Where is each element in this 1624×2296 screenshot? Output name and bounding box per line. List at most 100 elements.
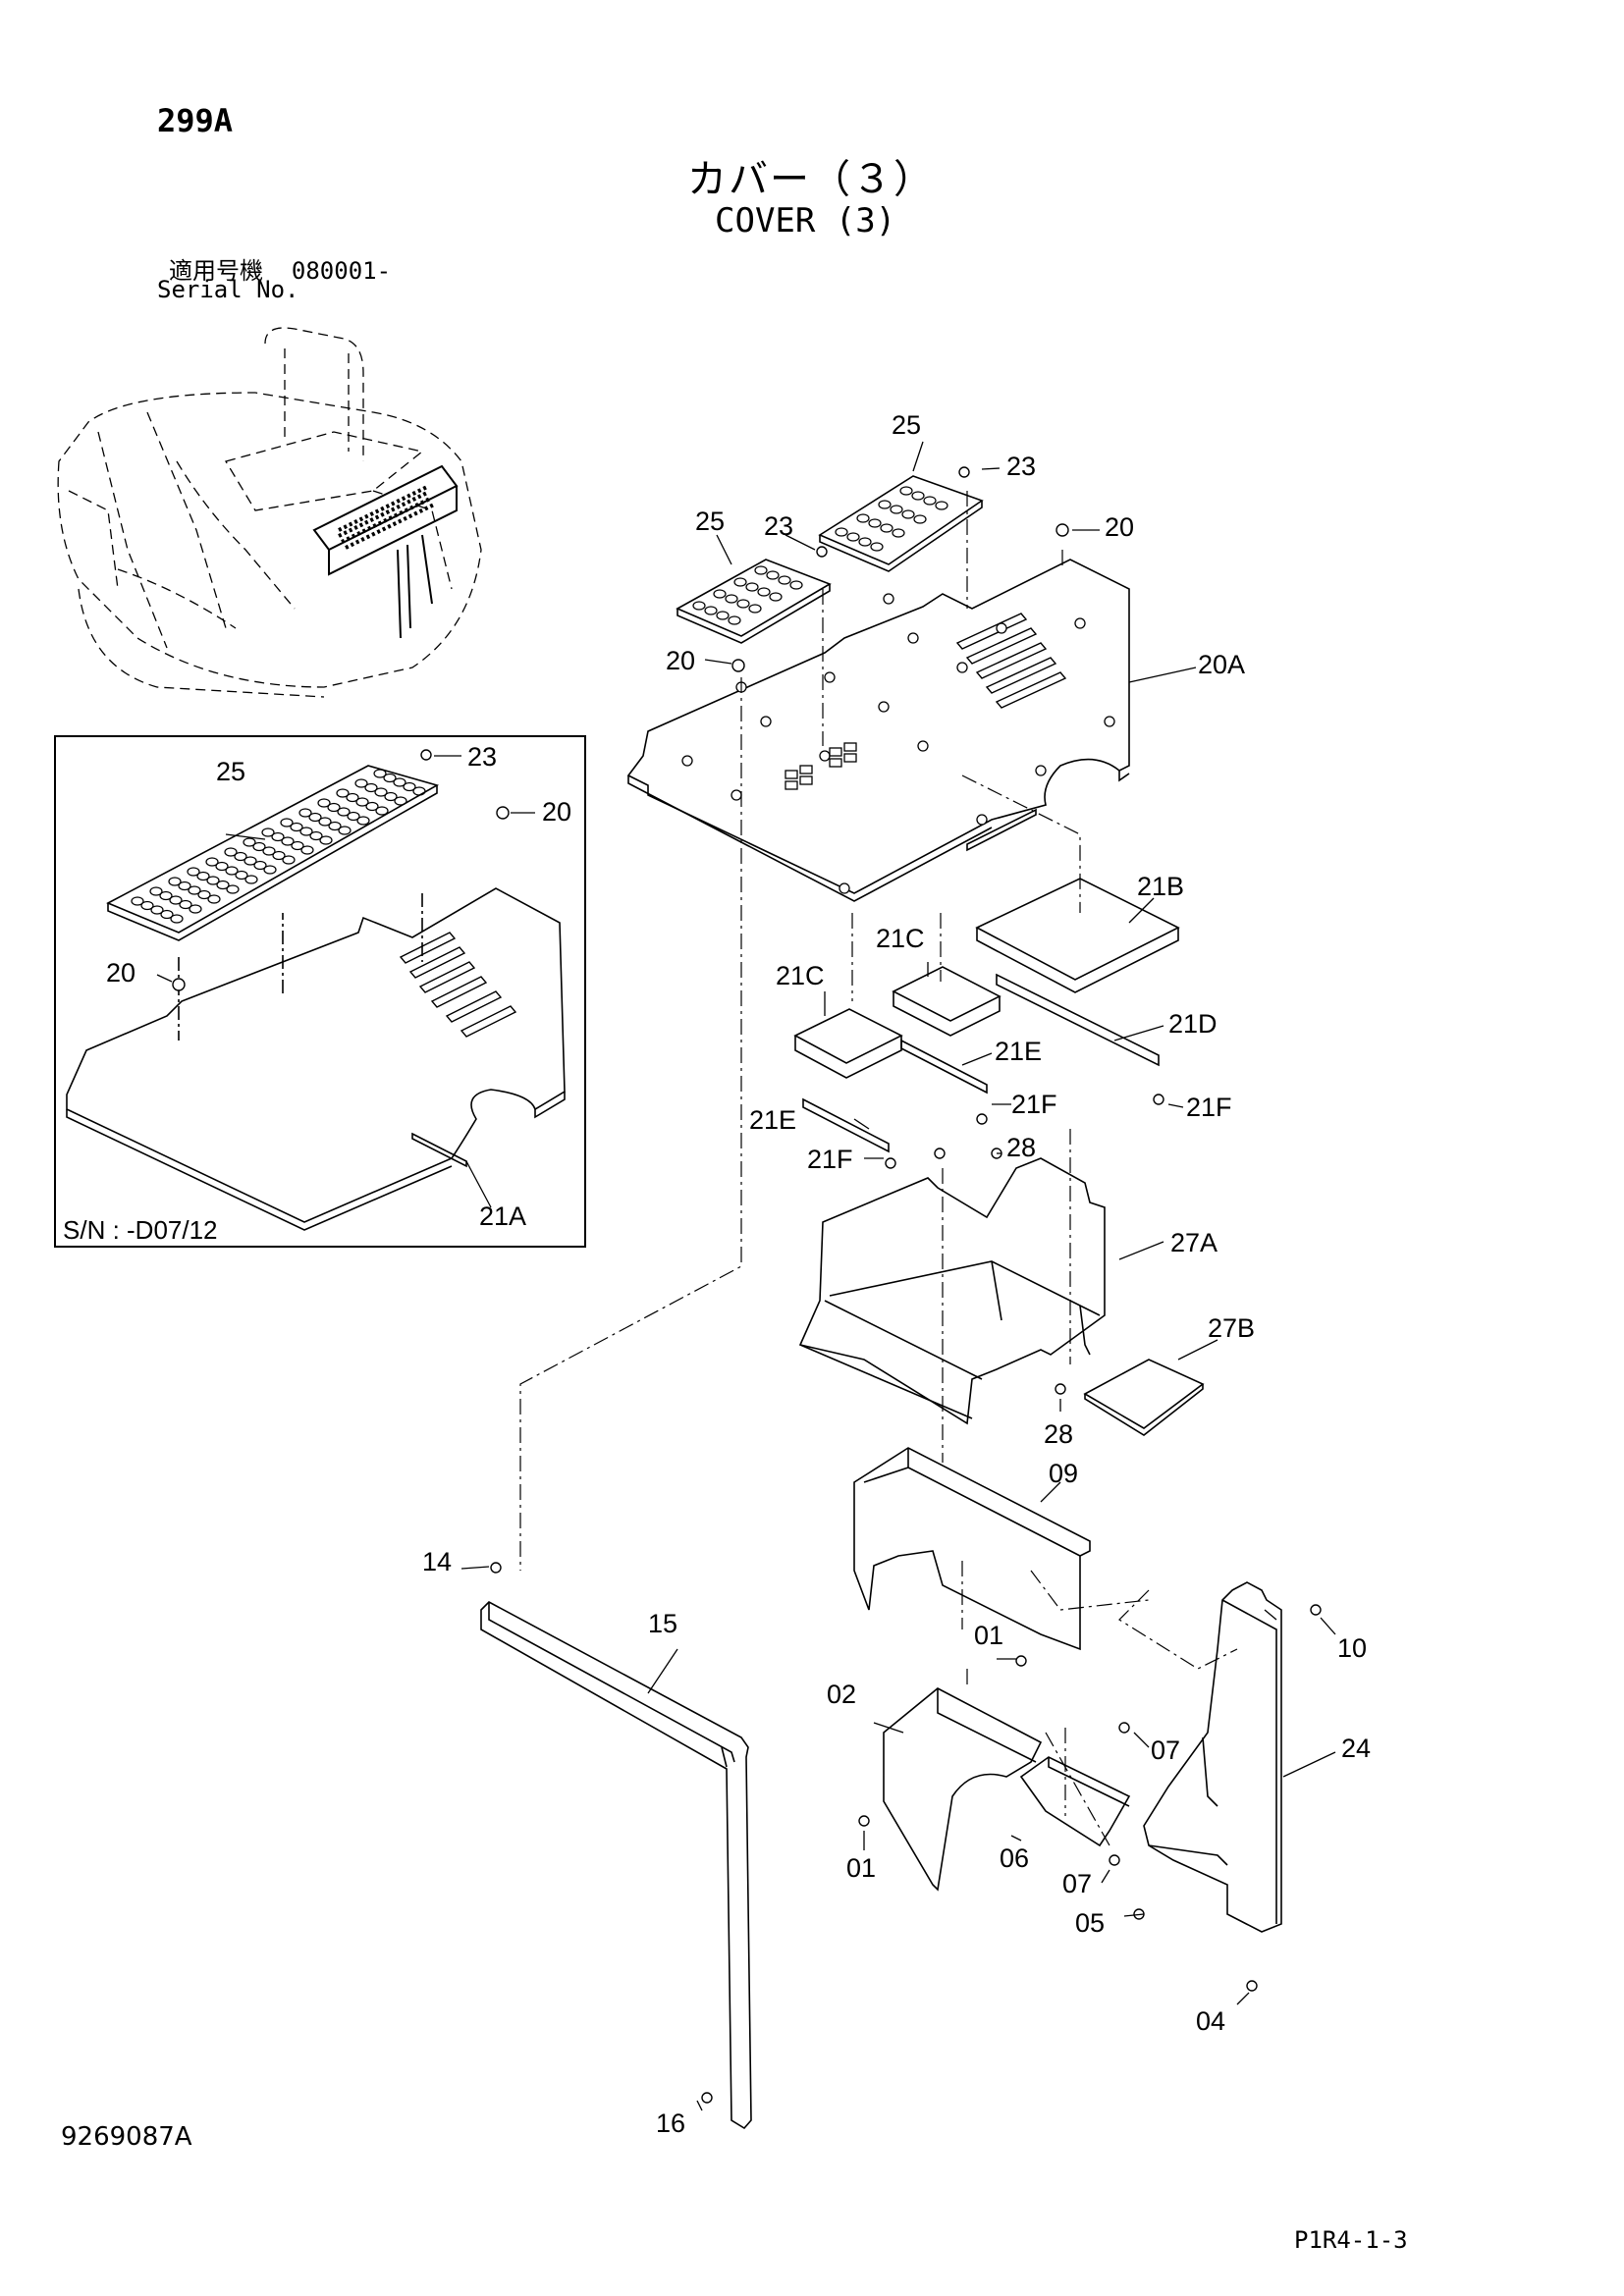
inset-plate-holes <box>131 769 426 924</box>
plate-hole <box>309 830 323 841</box>
strip-21D <box>996 973 1160 1067</box>
plate-hole <box>235 870 248 881</box>
callout-20: 20 <box>666 646 695 675</box>
strip-21E-right <box>900 1039 988 1095</box>
plate-hole <box>856 513 870 523</box>
plate-hole <box>300 845 314 855</box>
plate-hole <box>282 855 296 865</box>
step-plate-holes <box>692 486 948 625</box>
step-plate-25-left <box>676 559 832 644</box>
plate-hole <box>748 604 762 614</box>
plate-hole <box>160 909 174 920</box>
callout-01: 01 <box>974 1621 1003 1650</box>
callout-15: 15 <box>648 1609 677 1638</box>
plate-hole <box>197 889 211 900</box>
title-japanese: カバー（３） <box>687 157 935 202</box>
plate-hole <box>745 582 759 592</box>
plate-hole <box>373 769 387 778</box>
plate-hole <box>766 570 780 580</box>
plate-hole <box>355 797 369 807</box>
serial-label-english: Serial No. <box>157 276 299 303</box>
plate-hole <box>892 528 905 538</box>
plate-hole <box>189 904 202 914</box>
inset-callout-23: 23 <box>467 742 497 772</box>
inset-floor-slots <box>399 932 517 1038</box>
plate-hole <box>290 822 303 832</box>
callout-05: 05 <box>1075 1908 1105 1938</box>
callout-labels: 25 23 25 23 20 20 20A 21B 21C 21C 21D 21… <box>63 410 1371 2138</box>
callout-14: 14 <box>422 1547 452 1576</box>
plate-hole <box>187 867 200 877</box>
plate-hole <box>923 496 937 506</box>
plate-hole <box>291 840 304 851</box>
plate-hole <box>337 807 351 817</box>
callout-21B: 21B <box>1137 872 1184 901</box>
plate-hole <box>356 816 370 826</box>
callout-28: 28 <box>1044 1419 1073 1449</box>
floor-cover-20A <box>626 559 1130 902</box>
serial-label-jp-text: 適用号機 <box>169 257 263 285</box>
plate-hole <box>262 846 276 856</box>
callout-28: 28 <box>1006 1133 1036 1162</box>
bracket-09 <box>853 1447 1091 1651</box>
serial-value: 080001- <box>291 257 392 285</box>
plate-hole <box>858 537 872 547</box>
callout-01: 01 <box>846 1853 876 1883</box>
callout-27A: 27A <box>1170 1228 1218 1257</box>
plate-hole <box>728 615 741 625</box>
plate-hole <box>364 782 378 793</box>
plate-hole <box>725 594 738 604</box>
plate-hole <box>168 877 182 886</box>
plate-hole <box>140 900 154 911</box>
plate-hole <box>225 866 239 876</box>
serial-label-japanese: 適用号機 080001- <box>169 251 391 286</box>
plate-hole <box>868 518 882 528</box>
plate-hole <box>169 895 183 905</box>
inset-step-plate <box>106 765 440 941</box>
plate-hole <box>244 875 258 884</box>
plate-hole <box>911 491 925 501</box>
plate-hole <box>736 599 750 609</box>
fastener-markers <box>172 466 1322 2104</box>
plate-hole <box>713 589 727 599</box>
plate-hole <box>226 884 240 894</box>
cushion-21C-right <box>892 966 1001 1037</box>
plate-hole <box>271 831 285 842</box>
plate-hole <box>328 821 342 831</box>
plate-hole <box>253 860 267 871</box>
plate-hole <box>327 802 341 813</box>
plate-hole <box>384 791 398 802</box>
inset-callout-25: 25 <box>216 757 245 786</box>
plate-hole <box>207 894 221 904</box>
callout-07: 07 <box>1062 1869 1092 1898</box>
page-reference: P1R4-1-3 <box>1294 2226 1408 2254</box>
plate-hole <box>899 486 913 496</box>
callout-06: 06 <box>1000 1843 1029 1873</box>
plate-hole <box>224 847 238 857</box>
highlighted-cover-in-overview <box>312 464 459 639</box>
callout-16: 16 <box>656 2109 685 2138</box>
plate-hole <box>354 778 368 788</box>
cushion-21B <box>975 878 1180 993</box>
cushion-21C-left <box>793 1008 903 1079</box>
callout-21F: 21F <box>1186 1093 1232 1122</box>
plate-hole <box>150 905 164 915</box>
plate-hole <box>149 886 163 896</box>
cover-24 <box>1143 1581 1282 1933</box>
plate-hole <box>789 580 803 590</box>
plate-hole <box>870 542 884 552</box>
inset-serial-note: S/N : -D07/12 <box>63 1215 218 1245</box>
plate-hole <box>835 527 848 537</box>
plate-hole <box>374 787 388 797</box>
plate-hole <box>206 876 220 885</box>
plate-hole <box>170 914 184 924</box>
plate-hole <box>308 812 322 823</box>
plate-hole <box>846 532 860 542</box>
plate-hole <box>179 899 192 910</box>
plate-hole <box>346 792 359 803</box>
callout-20A: 20A <box>1198 650 1245 679</box>
plate-hole <box>412 786 426 796</box>
floor-fasteners-20A <box>681 593 1115 894</box>
plate-hole <box>131 896 144 906</box>
callout-21C: 21C <box>876 924 925 953</box>
